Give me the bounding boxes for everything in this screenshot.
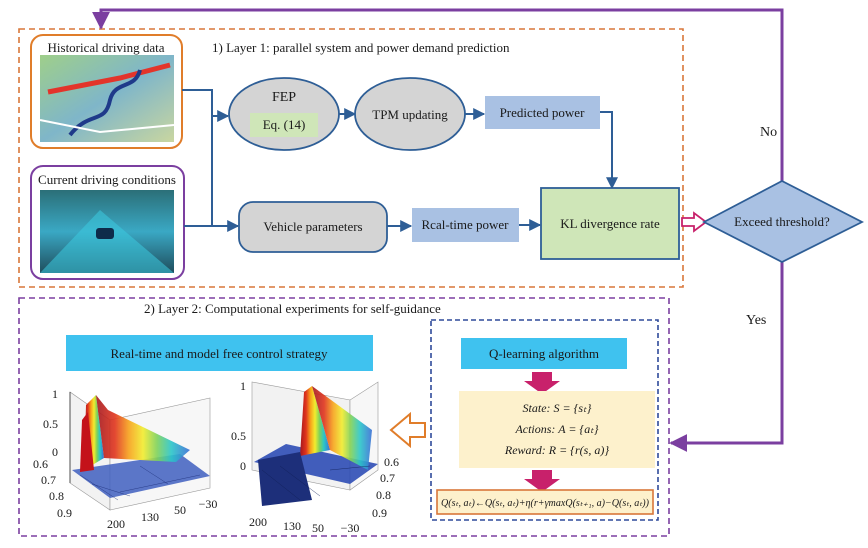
q-arrow-1 bbox=[524, 372, 560, 394]
decision-label: Exceed threshold? bbox=[734, 214, 830, 229]
current-road bbox=[40, 210, 174, 273]
hollow-arrow-kl-decision bbox=[681, 211, 708, 233]
plot-left-x-tick-4: −30 bbox=[199, 497, 218, 511]
update-formula: Q(sₜ, aₜ)←Q(sₜ, aₜ)+η(r+γmaxQ(sₜ₊₁, a)−Q… bbox=[441, 498, 650, 509]
plot-left-z-tick-2: 0.5 bbox=[43, 417, 58, 431]
plot-right-x-tick-4: −30 bbox=[341, 521, 360, 535]
plot-right-y-tick-2: 0.7 bbox=[380, 471, 395, 485]
plot-left-x-tick-3: 50 bbox=[174, 503, 186, 517]
predicted-power-box bbox=[485, 96, 600, 129]
conn-current-fep bbox=[184, 116, 213, 227]
state-action-reward-box bbox=[459, 391, 655, 468]
fep-label: FEP bbox=[272, 90, 296, 105]
strategy-label: Real-time and model free control strateg… bbox=[111, 346, 328, 361]
q-arrow-2 bbox=[524, 470, 560, 492]
current-car-icon bbox=[96, 228, 114, 239]
historical-track bbox=[68, 69, 142, 137]
feedback-no-line bbox=[92, 8, 784, 181]
eq-label: Eq. (14) bbox=[263, 117, 306, 132]
layer1-frame bbox=[18, 28, 684, 288]
plot-left-x-tick-1: 200 bbox=[107, 517, 125, 531]
plot-right-z-tick-3: 0 bbox=[240, 459, 246, 473]
tpm-label: TPM updating bbox=[372, 107, 448, 122]
conn-predicted-kl bbox=[600, 111, 618, 190]
kl-divergence-box bbox=[540, 187, 680, 260]
vehicle-parameters-box bbox=[238, 201, 388, 253]
strategy-banner bbox=[66, 335, 373, 371]
historical-route bbox=[47, 62, 171, 95]
layer2-title: 2) Layer 2: Computational experiments fo… bbox=[144, 301, 441, 316]
qlearning-title-box bbox=[461, 338, 627, 369]
plot-right-y-tick-4: 0.9 bbox=[372, 506, 387, 520]
plot-left-y-tick-1: 0.6 bbox=[33, 457, 48, 471]
plot-left-y-tick-2: 0.7 bbox=[41, 473, 56, 487]
plot-right-x-tick-3: 50 bbox=[312, 521, 324, 535]
qlearning-frame bbox=[430, 319, 659, 521]
decision-diamond bbox=[702, 179, 864, 264]
reward-label: Reward: R = {r(s, a)} bbox=[504, 443, 609, 457]
feedback-yes-line bbox=[669, 262, 784, 452]
layer1-title: 1) Layer 1: parallel system and power de… bbox=[212, 40, 510, 55]
plot-left-z-tick-1: 1 bbox=[52, 387, 58, 401]
plot-right-x-tick-2: 130 bbox=[283, 519, 301, 533]
plot-left bbox=[69, 391, 211, 511]
kl-divergence-label: KL divergence rate bbox=[560, 216, 660, 231]
vehicle-parameters-label: Vehicle parameters bbox=[263, 219, 362, 234]
realtime-power-label: Rcal-time power bbox=[422, 217, 510, 232]
realtime-power-box bbox=[412, 208, 519, 242]
plot-right-y-tick-1: 0.6 bbox=[384, 455, 399, 469]
plot-left-y-tick-3: 0.8 bbox=[49, 489, 64, 503]
predicted-power-label: Predicted power bbox=[500, 105, 586, 120]
update-formula-box bbox=[436, 489, 654, 515]
historical-label: Historical driving data bbox=[48, 40, 165, 55]
plot-left-z-tick-3: 0 bbox=[52, 445, 58, 459]
yes-label: Yes bbox=[746, 313, 766, 328]
plot-left-x-tick-2: 130 bbox=[141, 510, 159, 524]
current-label: Current driving conditions bbox=[38, 172, 176, 187]
no-label: No bbox=[760, 125, 777, 140]
state-label: State: S = {sₜ} bbox=[523, 401, 592, 415]
plot-left-y-tick-4: 0.9 bbox=[57, 506, 72, 520]
conn-historical-fep bbox=[182, 89, 230, 122]
eq-box bbox=[250, 113, 318, 137]
plot-right-z-tick-2: 0.5 bbox=[231, 429, 246, 443]
plot-right-x-tick-1: 200 bbox=[249, 515, 267, 529]
plot-right-y-tick-3: 0.8 bbox=[376, 488, 391, 502]
qlearning-label: Q-learning algorithm bbox=[489, 346, 599, 361]
layer2-frame bbox=[18, 297, 670, 537]
actions-label: Actions: A = {aₜ} bbox=[514, 422, 598, 436]
tpm-ellipse bbox=[354, 77, 466, 151]
plot-right bbox=[251, 381, 379, 506]
hollow-arrow-to-plots bbox=[389, 411, 426, 449]
historical-road-mark bbox=[39, 119, 175, 134]
plot-right-z-tick-1: 1 bbox=[240, 379, 246, 393]
